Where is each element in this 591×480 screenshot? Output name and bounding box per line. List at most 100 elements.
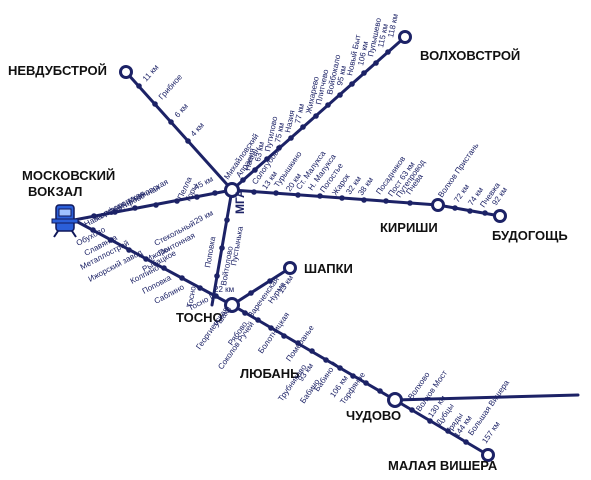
station-dot — [323, 357, 329, 363]
terminal-kirishi[interactable] — [431, 198, 445, 212]
station-dot — [112, 209, 118, 215]
station-dot — [463, 439, 469, 445]
station-dot — [482, 210, 488, 216]
station-dot — [349, 81, 355, 87]
station-dot — [126, 247, 132, 253]
label-mga: МГА — [233, 189, 247, 214]
label-lyuban: ЛЮБАНЬ — [240, 366, 300, 381]
station-dot — [153, 202, 159, 208]
moscow-station-icon[interactable] — [51, 204, 79, 238]
station-label: 63 км — [253, 141, 266, 163]
station-label: 4 км — [189, 121, 206, 139]
station-label: 77 км — [293, 103, 306, 125]
station-dot — [276, 145, 282, 151]
station-dot — [385, 49, 391, 55]
station-dot — [90, 227, 96, 233]
track-tosno-shapki — [230, 266, 292, 307]
label-shapki: ШАПКИ — [304, 261, 353, 276]
station-dot — [273, 190, 279, 196]
station-dot — [91, 213, 97, 219]
station-dot — [152, 101, 158, 107]
station-dot — [281, 333, 287, 339]
track-moscow-tosno — [72, 218, 234, 307]
station-dot — [132, 205, 138, 211]
track-moscow-mga — [72, 188, 234, 222]
station-dot — [108, 237, 114, 243]
station-dot — [212, 190, 218, 196]
station-label: Тосно — [185, 285, 198, 308]
terminal-budogosch[interactable] — [493, 209, 507, 223]
station-dot — [268, 325, 274, 331]
station-labels: 11 км Грибное 6 км 4 км 118 км 115 км Пу… — [75, 13, 512, 445]
station-dot — [295, 192, 301, 198]
label-kirishi: КИРИШИ — [380, 220, 438, 235]
station-dot — [197, 285, 203, 291]
terminal-volkhovstroy[interactable] — [398, 30, 412, 44]
label-chudovo: ЧУДОВО — [346, 408, 401, 423]
station-label: Грибное — [157, 72, 185, 101]
station-dot — [252, 167, 258, 173]
station-dot — [409, 407, 415, 413]
station-label: 75 км — [273, 122, 286, 144]
station-dot — [224, 217, 230, 223]
terminal-chudovo[interactable] — [387, 392, 403, 408]
station-label: 6 км — [173, 102, 190, 120]
station-label: 95 км — [335, 65, 348, 87]
terminal-shapki[interactable] — [283, 261, 297, 275]
label-moskovsky-1: МОСКОВСКИЙ — [22, 168, 115, 183]
station-dot — [445, 428, 451, 434]
track-mga-kirishi — [230, 188, 440, 207]
station-dot — [255, 317, 261, 323]
station-dot — [185, 138, 191, 144]
station-label: 157 км — [480, 420, 501, 445]
station-label: Болотницкая — [256, 311, 291, 356]
station-dot — [309, 348, 315, 354]
station-dot — [383, 198, 389, 204]
station-dot — [136, 83, 142, 89]
terminal-stations — [119, 30, 507, 462]
station-dots — [90, 49, 488, 445]
terminal-malaya-vishera[interactable] — [481, 448, 495, 462]
label-tosno: ТОСНО — [176, 310, 223, 325]
terminal-labels: НЕВДУБСТРОЙ ВОЛХОВСТРОЙ МОСКОВСКИЙ ВОКЗА… — [8, 48, 568, 473]
station-dot — [295, 340, 301, 346]
track-chudovo-volkhovstroy — [393, 393, 580, 402]
station-dot — [143, 256, 149, 262]
station-dot — [339, 195, 345, 201]
station-label: Ивановская — [127, 177, 170, 206]
station-dot — [427, 418, 433, 424]
station-label: 22 км — [214, 285, 234, 294]
station-dot — [337, 92, 343, 98]
station-dot — [350, 373, 356, 379]
label-budogosch: БУДОГОЩЬ — [492, 228, 568, 243]
station-dot — [267, 278, 273, 284]
station-dot — [214, 273, 220, 279]
station-dot — [248, 290, 254, 296]
station-dot — [373, 60, 379, 66]
station-dot — [168, 119, 174, 125]
station-dot — [300, 124, 306, 130]
station-dot — [194, 194, 200, 200]
label-moskovsky-2: ВОКЗАЛ — [28, 184, 82, 199]
station-dot — [313, 113, 319, 119]
station-dot — [213, 293, 219, 299]
station-label: 11 км — [141, 63, 161, 84]
terminal-nevdubstroy[interactable] — [119, 65, 133, 79]
label-volkhovstroy: ВОЛХОВСТРОЙ — [420, 48, 520, 63]
station-dot — [219, 245, 225, 251]
station-label: Поповка — [203, 235, 217, 268]
terminal-tosno[interactable] — [224, 297, 240, 313]
station-dot — [264, 156, 270, 162]
station-label: 29 км — [193, 208, 215, 225]
station-dot — [467, 208, 473, 214]
station-dot — [407, 200, 413, 206]
label-malaya-vishera: МАЛАЯ ВИШЕРА — [388, 458, 498, 473]
label-nevdubstroy: НЕВДУБСТРОЙ — [8, 63, 107, 78]
station-dot — [452, 205, 458, 211]
station-dot — [363, 380, 369, 386]
station-dot — [361, 70, 367, 76]
track-nevdubstroy-mga — [124, 70, 234, 192]
terminal-mga[interactable] — [224, 182, 240, 198]
station-dot — [361, 197, 367, 203]
